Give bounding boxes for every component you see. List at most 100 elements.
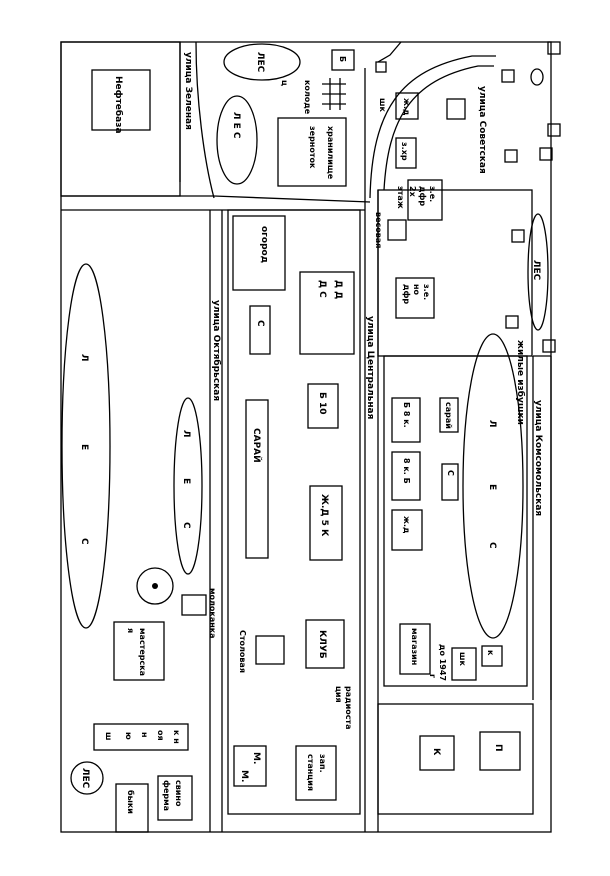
saray-small-building <box>439 397 459 433</box>
label-street-tsentralnaya: улица Центральная <box>365 316 375 420</box>
molokanka-building <box>181 594 207 616</box>
block-top-left <box>60 41 181 197</box>
label-klub: КЛУБ <box>317 630 327 659</box>
byki-building <box>115 783 149 833</box>
label-street-oktyabrskaya: улица Октябрьская <box>211 300 222 401</box>
label-ze-2et-3: 2х <box>408 186 417 198</box>
label-do1947-1: до 1947 <box>438 644 447 681</box>
small-square-ne-4 <box>504 149 518 163</box>
masterskaya-building <box>113 621 165 681</box>
k-block-building <box>419 735 455 771</box>
ze-2et-building <box>407 179 443 221</box>
small-square-ne-6 <box>511 229 525 243</box>
label-les-mid-1: Л <box>181 430 191 437</box>
label-s-small: С <box>255 320 265 327</box>
label-b10: Б 10 <box>317 392 327 415</box>
label-neftebaza: Нефтебаза <box>113 76 124 134</box>
label-k-right: к <box>486 650 495 656</box>
label-khranilishche-2: зерноток <box>308 126 317 169</box>
small-square-top <box>375 61 387 73</box>
label-zapstantsiya-1: зап. <box>318 754 327 773</box>
label-zhd5k: Ж.Д 5 К <box>319 494 329 537</box>
label-dds-2: Д С <box>317 280 327 298</box>
label-ze-2et-4: этаж <box>396 186 405 209</box>
les-east-forest <box>527 213 549 331</box>
block-east-middle <box>383 355 528 687</box>
svinoferma-building <box>157 775 193 821</box>
k-right-building <box>481 645 503 667</box>
block-east-south <box>377 703 534 815</box>
label-p-block: П <box>493 744 503 752</box>
stolovaya-building <box>255 635 285 665</box>
label-c-small: С <box>446 470 455 476</box>
label-khranilishche-1: хранилище <box>326 126 335 180</box>
label-les-west-3: С <box>79 538 89 545</box>
label-zeno-2: но <box>412 284 421 296</box>
s-small-building <box>249 305 271 355</box>
label-magazin: магазин <box>410 628 419 665</box>
vesovaya-building <box>387 219 407 241</box>
label-masterskaya-1: мастерска <box>138 628 147 676</box>
label-mm-1: М. <box>251 752 261 764</box>
label-ze-2et-1: з.е. <box>428 186 437 202</box>
block-east-north <box>377 189 533 357</box>
p-block-building <box>479 731 521 771</box>
konyushni-building <box>93 723 189 751</box>
label-masterskaya-2: я <box>126 628 135 633</box>
label-shk-top: шк <box>378 98 387 112</box>
les-top-forest <box>223 43 301 81</box>
les-small-forest <box>216 95 258 185</box>
les-west-forest <box>61 263 111 629</box>
small-square-ne-3 <box>547 41 561 55</box>
label-byki: быки <box>126 790 136 814</box>
small-square-ne-7 <box>505 315 519 329</box>
label-les-west-1: Л <box>79 354 89 361</box>
street-oktyabrskaya-road <box>209 210 223 832</box>
label-b8k-1: Б 8 к. <box>402 402 411 428</box>
label-zeno-3: дфр <box>402 284 411 304</box>
kolodets-grid-symbol <box>322 78 346 110</box>
label-zapstantsiya-2: станция <box>306 754 315 791</box>
small-oval-ne <box>530 68 544 86</box>
label-radiostantsiya-2: ция <box>334 686 343 703</box>
zapstantsiya-building <box>295 745 337 801</box>
small-square-ne-9 <box>547 123 561 137</box>
well-circle <box>136 567 174 605</box>
label-kolodets-1: колоде <box>303 80 312 115</box>
label-konyushni-2: оя <box>156 730 165 741</box>
label-street-zelenaya: улица Зеленая <box>183 52 193 130</box>
label-zhd-mid: ж.д <box>402 516 411 534</box>
label-stolovaya: Столовая <box>238 630 247 673</box>
label-vesovaya: весовая <box>374 212 383 248</box>
les-mid-forest <box>173 397 203 575</box>
small-square-ne-5 <box>539 147 553 161</box>
label-svinoferma-1: свино <box>174 780 183 807</box>
street-sovetskaya-road <box>369 55 496 199</box>
saray-big-building <box>245 399 269 559</box>
label-kolodets-2: ц <box>280 80 289 86</box>
label-radiostantsiya-1: радиоста <box>344 686 353 729</box>
label-do1947-2: г <box>428 674 437 678</box>
khranilishche-building <box>277 117 347 187</box>
label-les-east: ЛЕС <box>531 260 541 281</box>
label-street-sovetskaya: улица Советская <box>477 86 487 174</box>
b8k-2-building <box>391 451 421 501</box>
label-les-right-3: С <box>487 542 497 549</box>
label-zhilye: жилые избушки <box>515 340 526 425</box>
les-right-forest <box>462 333 524 639</box>
label-les-mid-3: С <box>181 522 191 529</box>
top-zigzag-track <box>377 41 402 63</box>
label-street-komsomolskaya: улица Комсомольская <box>533 400 543 516</box>
label-konyushni-3: н <box>140 732 149 738</box>
label-molokanka: молоканка <box>208 588 217 639</box>
label-saray-small: сарай <box>444 402 453 429</box>
mm-building <box>233 745 267 787</box>
label-les-top: ЛЕС <box>255 52 265 73</box>
label-konyushni-5: ш <box>104 732 113 741</box>
label-les-mid-2: Е <box>181 478 191 484</box>
label-ze-2et-2: дфр <box>418 186 427 206</box>
zhd-mid-building <box>391 509 423 551</box>
zhd5k-building <box>309 485 343 561</box>
klub-building <box>305 619 345 669</box>
